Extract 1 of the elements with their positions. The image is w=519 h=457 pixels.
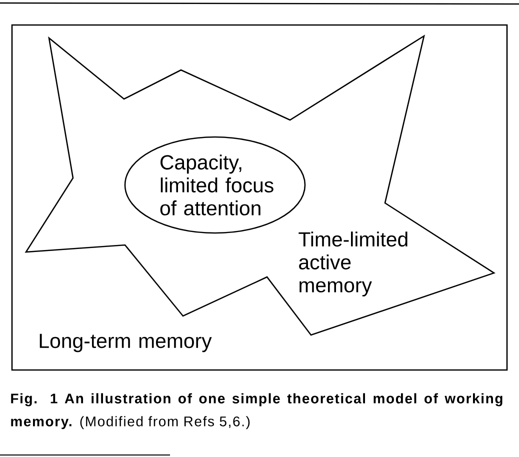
caption: Fig. 1 An illustration of one simple theoretical model of working memory. (Modified from Refs 5,6.) — [11, 393, 502, 430]
